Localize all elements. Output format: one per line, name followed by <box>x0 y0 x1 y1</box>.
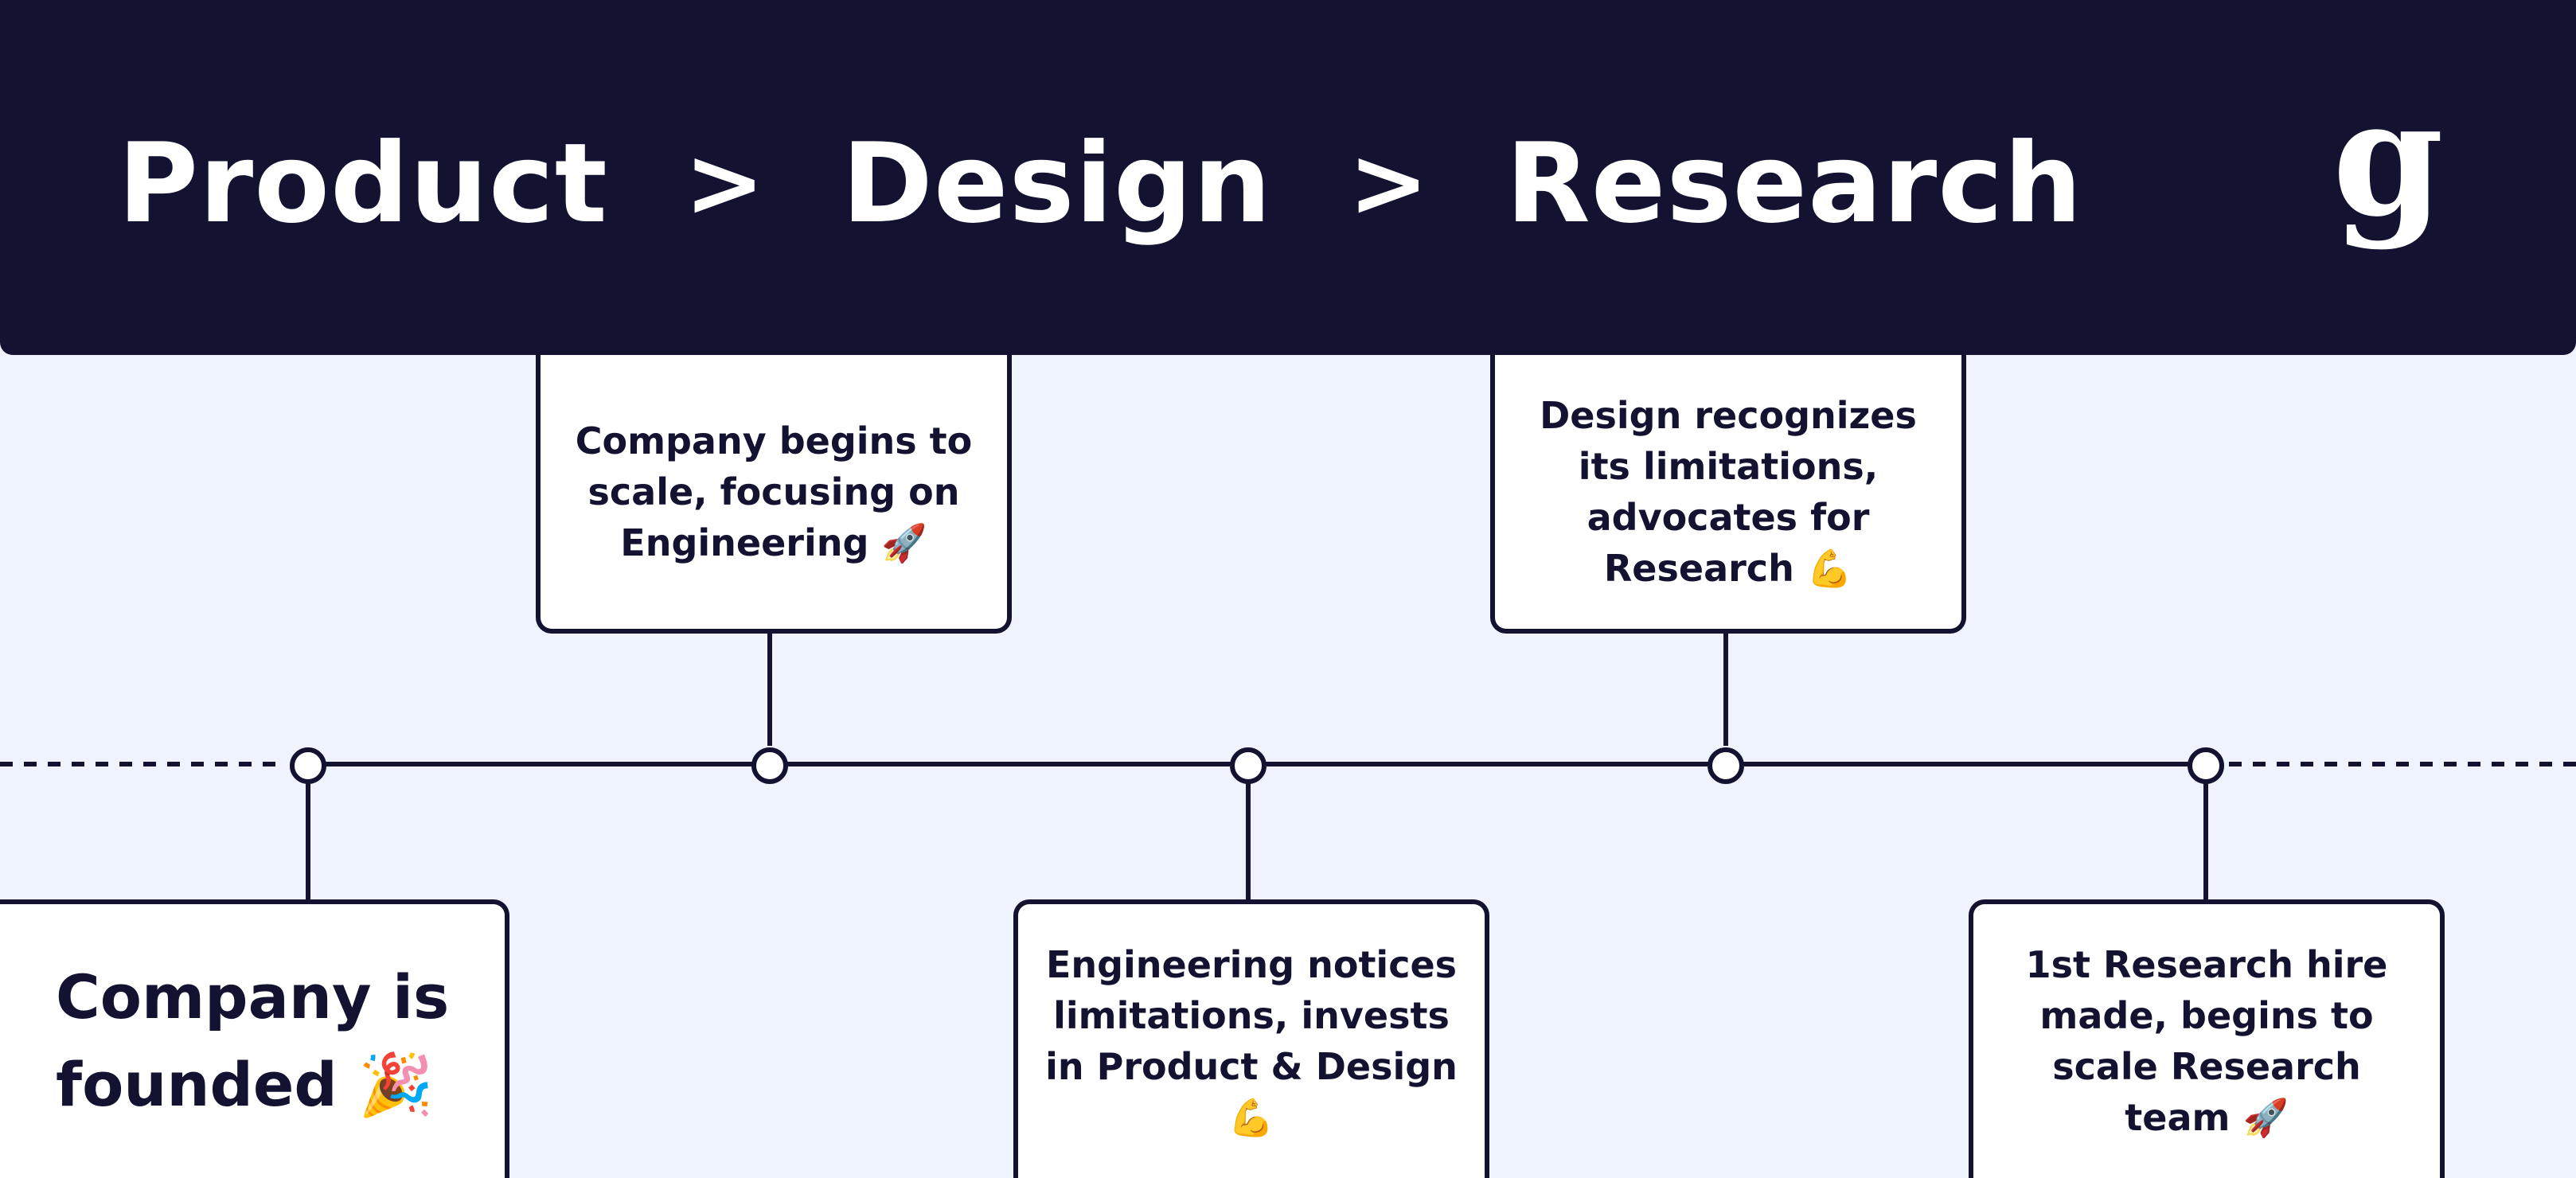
event-card-1: Company is founded 🎉 <box>0 899 509 1178</box>
breadcrumb-item-design: Design <box>841 119 1272 248</box>
event-text: Company begins to scale, focusing on Eng… <box>575 419 973 564</box>
breadcrumb-item-product: Product <box>118 119 608 248</box>
timeline-node-5 <box>2188 747 2224 784</box>
timeline-node-1 <box>290 747 326 784</box>
breadcrumb: Product > Design > Research <box>118 119 2083 248</box>
event-card-5: 1st Research hire made, begins to scale … <box>1969 899 2445 1178</box>
header-bar: Product > Design > Research g <box>0 0 2576 355</box>
breadcrumb-item-research: Research <box>1505 119 2083 248</box>
event-text: Company is founded 🎉 <box>56 962 450 1120</box>
event-card-4: Design recognizes its limitations, advoc… <box>1490 355 1966 634</box>
event-card-3: Engineering notices limitations, invests… <box>1013 899 1489 1178</box>
breadcrumb-separator: > <box>684 127 766 239</box>
timeline-node-3 <box>1230 747 1267 784</box>
timeline-node-2 <box>751 747 788 784</box>
breadcrumb-separator: > <box>1348 127 1430 239</box>
event-text: 1st Research hire made, begins to scale … <box>2025 943 2388 1139</box>
event-text: Engineering notices limitations, invests… <box>1045 943 1458 1139</box>
event-card-2: Company begins to scale, focusing on Eng… <box>536 355 1012 634</box>
timeline-node-4 <box>1708 747 1744 784</box>
event-text: Design recognizes its limitations, advoc… <box>1540 394 1917 590</box>
brand-logo-icon: g <box>2332 65 2444 252</box>
